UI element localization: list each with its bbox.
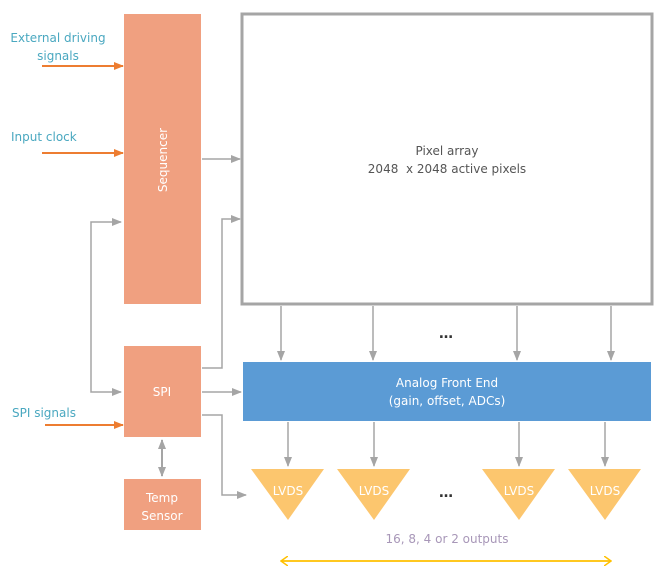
spi-signals-label: SPI signals <box>12 406 76 420</box>
afe-subtitle: (gain, offset, ADCs) <box>389 394 506 408</box>
pixel-array-subtitle: 2048 x 2048 active pixels <box>368 162 526 176</box>
spi-sequencer-bidirectional-arrow <box>90 218 122 396</box>
pixel-array-title: Pixel array <box>415 144 478 158</box>
spi-to-pixel-array-arrow <box>202 215 241 369</box>
ellipsis-pixel-columns: … <box>439 326 453 342</box>
sequencer-label: Sequencer <box>156 128 170 192</box>
lvds-driver: LVDS <box>482 469 555 520</box>
lvds-label: LVDS <box>504 484 534 498</box>
temp-sensor-label-line2: Sensor <box>141 509 182 523</box>
sequencer-block <box>124 14 201 304</box>
lvds-label: LVDS <box>273 484 303 498</box>
lvds-label: LVDS <box>590 484 620 498</box>
temp-sensor-label-line1: Temp <box>145 491 178 505</box>
external-driving-signals-label-line1: External driving <box>10 31 105 45</box>
pixel-array-block <box>240 12 654 306</box>
spi-block <box>124 346 201 437</box>
lvds-driver: LVDS <box>251 469 324 520</box>
external-driving-signals-label-line2: signals <box>37 49 79 63</box>
spi-label: SPI <box>153 385 171 399</box>
lvds-driver: LVDS <box>568 469 641 520</box>
afe-title: Analog Front End <box>396 376 498 390</box>
input-clock-label: Input clock <box>11 130 77 144</box>
spi-to-lvds-arrow <box>202 414 247 499</box>
lvds-driver: LVDS <box>337 469 410 520</box>
analog-front-end-block <box>243 362 651 421</box>
lvds-label: LVDS <box>359 484 389 498</box>
temp-sensor-block <box>124 479 201 530</box>
ellipsis-lvds: … <box>439 485 453 501</box>
outputs-count-label: 16, 8, 4 or 2 outputs <box>386 532 509 546</box>
